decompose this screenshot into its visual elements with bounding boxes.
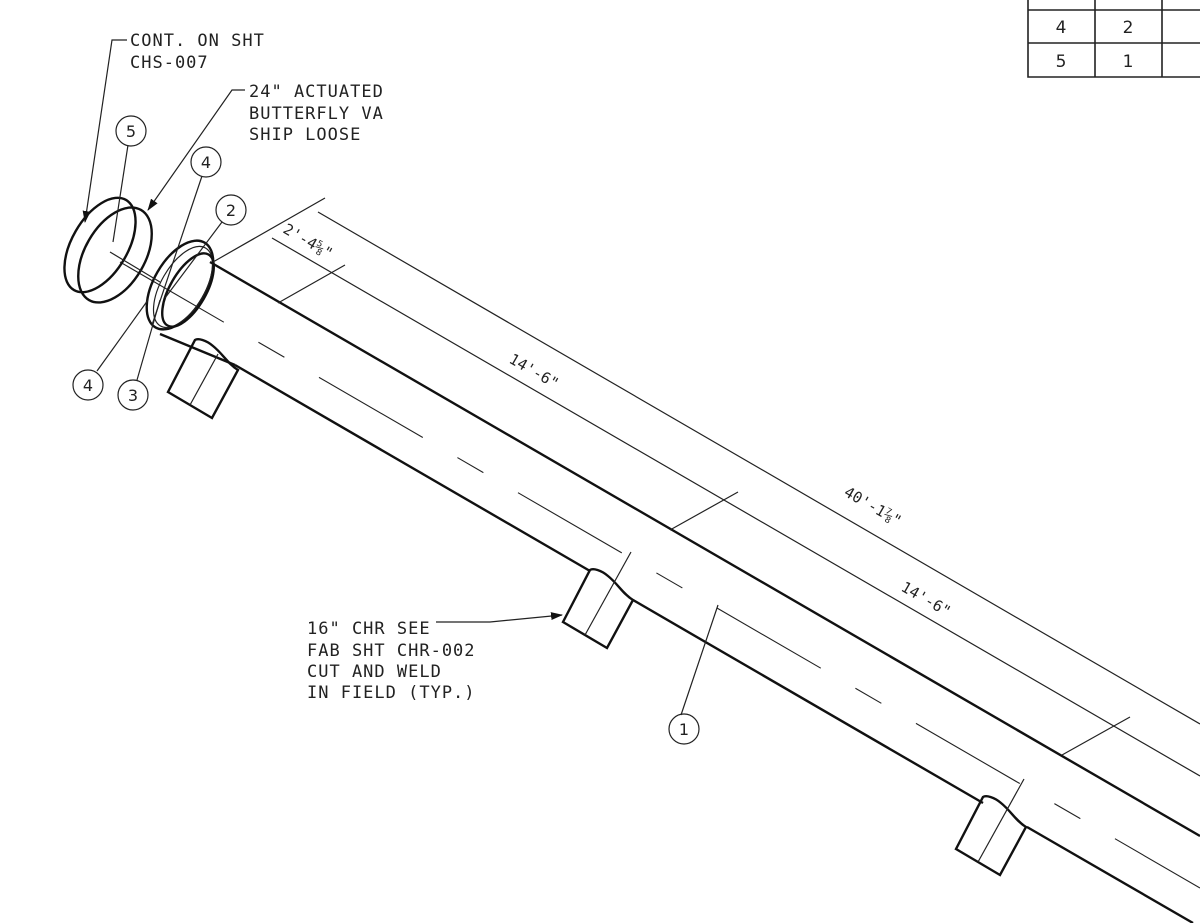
svg-text:16" CHR SEE: 16" CHR SEE [307, 619, 431, 639]
svg-text:2: 2 [226, 201, 236, 220]
balloon-1: 1 [668, 713, 700, 745]
svg-text:FAB SHT CHR-002: FAB SHT CHR-002 [307, 641, 476, 661]
note-continuation: CONT. ON SHT CHS-007 [130, 31, 265, 73]
svg-text:24" ACTUATED: 24" ACTUATED [249, 82, 384, 102]
dimension-lines [212, 197, 1200, 777]
butterfly-valve [63, 196, 161, 304]
svg-text:IN FIELD (TYP.): IN FIELD (TYP.) [307, 683, 476, 703]
branch-stub [166, 338, 240, 420]
svg-text:BUTTERFLY VA: BUTTERFLY VA [249, 104, 384, 124]
svg-text:1: 1 [679, 720, 689, 739]
table-cell: 4 [1056, 18, 1067, 38]
svg-text:CUT AND WELD: CUT AND WELD [307, 662, 442, 682]
pipe-left-end-bottom [159, 332, 236, 367]
pipe-centerline [119, 261, 1200, 889]
dimension-segment-2: 14'-6" [898, 578, 954, 621]
balloon-4: 4 [72, 369, 104, 401]
table-cell: 2 [1123, 18, 1134, 38]
balloon-2: 2 [215, 194, 247, 226]
flange-assembly [145, 239, 215, 331]
svg-text:SHIP LOOSE: SHIP LOOSE [249, 125, 361, 145]
branch-stub [561, 551, 635, 650]
table-cell: 5 [1056, 52, 1067, 72]
pipe-bottom-edge [632, 598, 984, 805]
svg-text:4: 4 [83, 376, 93, 395]
dimension-texts: 2'-4⅝" 14'-6" 40'-1⅞" 14'-6" [280, 220, 954, 621]
balloon-3: 3 [117, 379, 149, 411]
svg-text:CONT. ON SHT: CONT. ON SHT [130, 31, 265, 51]
svg-text:3: 3 [128, 386, 138, 405]
pipe-spool [119, 260, 1200, 923]
leader-lines [82, 39, 719, 716]
dimension-end-offset: 2'-4⅝" [280, 220, 336, 263]
pipe-bottom-edge [1026, 825, 1194, 923]
parts-table: 4 2 5 1 [1027, 0, 1200, 78]
pipe-top-edge [209, 260, 1200, 838]
note-valve: 24" ACTUATED BUTTERFLY VA SHIP LOOSE [249, 82, 384, 145]
svg-text:4: 4 [201, 153, 211, 172]
branch-stub [954, 778, 1028, 877]
dimension-segment-1: 14'-6" [506, 350, 562, 393]
svg-text:CHS-007: CHS-007 [130, 53, 209, 73]
balloon-4: 4 [190, 146, 222, 178]
note-branch: 16" CHR SEE FAB SHT CHR-002 CUT AND WELD… [307, 619, 476, 703]
table-cell: 1 [1123, 52, 1134, 72]
balloon-5: 5 [115, 115, 147, 147]
pipe-bottom-edge [234, 363, 591, 573]
svg-text:5: 5 [126, 122, 136, 141]
dimension-overall: 40'-1⅞" [841, 483, 905, 530]
